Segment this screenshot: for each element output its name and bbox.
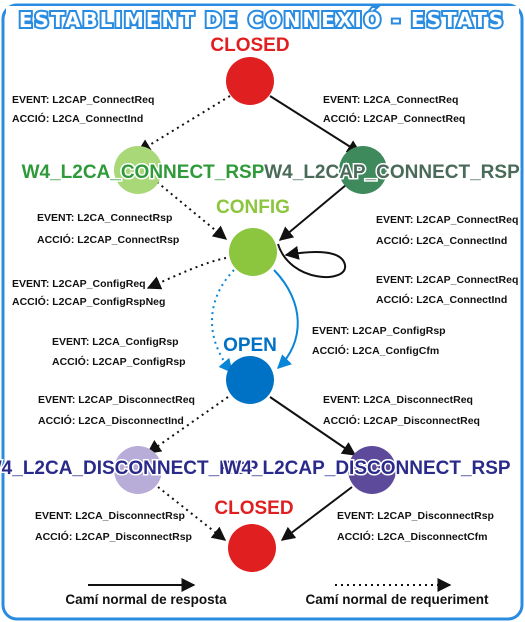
t12-event: EVENT: L2CAP_DisconnectRsp <box>337 510 494 522</box>
t9-action: ACCIÓ: L2CA_DisconnectInd <box>38 414 184 427</box>
arrow-config-self-loop <box>277 243 346 278</box>
outer-frame <box>1 3 524 621</box>
state-closed-top <box>226 57 274 105</box>
t10-action: ACCIÓ: L2CAP_DisconnectReq <box>323 414 480 427</box>
t1-event: EVENT: L2CAP_ConnectReq <box>12 94 154 106</box>
t3-action: ACCIÓ: L2CAP_ConnectRsp <box>37 233 179 246</box>
t8-event: EVENT: L2CAP_ConfigRsp <box>312 325 446 337</box>
t7-action: ACCIÓ: L2CAP_ConfigRsp <box>52 355 186 368</box>
state-w4-l2cap-connect-rsp <box>339 146 387 194</box>
state-w4-l2cap-disconnect-rsp <box>348 446 396 494</box>
t5-action: ACCIÓ: L2CAP_ConfigRspNeg <box>12 295 165 308</box>
arrow-open-to-w4-l2ca-disconnect <box>146 396 229 454</box>
t11-action: ACCIÓ: L2CAP_DisconnectRsp <box>35 530 192 543</box>
arrow-w4-l2cap-to-config <box>278 184 347 241</box>
arrow-config-to-open-dotted <box>211 269 235 374</box>
t5-event: EVENT: L2CAP_ConfigReq <box>12 278 146 290</box>
t9-event: EVENT: L2CAP_DisconnectReq <box>38 394 195 406</box>
label-open: OPEN <box>223 335 277 356</box>
arrow-w4-l2ca-disconnect-to-closed <box>157 486 227 541</box>
state-open <box>226 356 274 404</box>
t2-event: EVENT: L2CA_ConnectReq <box>323 94 458 106</box>
diagram-title: ESTABLIMENT DE CONNEXIÓ - ESTATS <box>19 8 505 32</box>
state-w4-l2ca-disconnect-rsp <box>114 446 162 494</box>
state-w4-l2ca-connect-rsp <box>114 146 162 194</box>
legend-solid-label: Camí normal de resposta <box>65 592 227 607</box>
t6-event: EVENT: L2CAP_ConnectReq <box>376 274 518 286</box>
label-w4-l2cap-connect-rsp: W4_L2CAP_CONNECT_RSP <box>264 162 520 183</box>
legend-dotted-label: Camí normal de requeriment <box>305 592 489 607</box>
label-w4-l2ca-disconnect-rsp: W4_L2CA_DISCONNECT_RSP <box>0 458 259 479</box>
arrow-config-to-open-solid <box>273 269 299 369</box>
t11-event: EVENT: L2CA_DisconnectRsp <box>35 510 185 522</box>
t4-event: EVENT: L2CAP_ConnectReq <box>376 214 518 226</box>
label-w4-l2cap-disconnect-rsp: W4_L2CAP_DISCONNECT_RSP <box>223 458 510 479</box>
arrow-config-reject-loop <box>146 257 227 290</box>
t12-action: ACCIÓ: L2CA_DisconnectCfm <box>337 530 488 543</box>
arrow-w4-l2cap-disconnect-to-closed <box>280 486 353 541</box>
state-closed-bottom <box>228 524 276 572</box>
label-closed-top: CLOSED <box>210 35 289 56</box>
arrow-closed-to-w4-l2cap <box>269 95 362 154</box>
label-closed-bottom: CLOSED <box>214 498 293 519</box>
t1-action: ACCIÓ: L2CA_ConnectInd <box>12 112 143 125</box>
label-w4-l2ca-connect-rsp: W4_L2CA_CONNECT_RSP <box>22 162 265 183</box>
state-config <box>229 228 277 276</box>
t4-action: ACCIÓ: L2CA_ConnectInd <box>376 234 507 247</box>
t3-event: EVENT: L2CA_ConnectRsp <box>37 212 172 224</box>
t2-action: ACCIÓ: L2CAP_ConnectReq <box>323 112 465 125</box>
t7-event: EVENT: L2CA_ConfigRsp <box>52 336 179 348</box>
t10-event: EVENT: L2CA_DisconnectReq <box>323 394 473 406</box>
label-config: CONFIG <box>216 197 290 218</box>
t6-action: ACCIÓ: L2CA_ConnectInd <box>376 293 507 306</box>
title-band <box>6 6 519 32</box>
t8-action: ACCIÓ: L2CA_ConfigCfm <box>312 344 439 357</box>
arrow-open-to-w4-l2cap-disconnect <box>269 396 357 456</box>
